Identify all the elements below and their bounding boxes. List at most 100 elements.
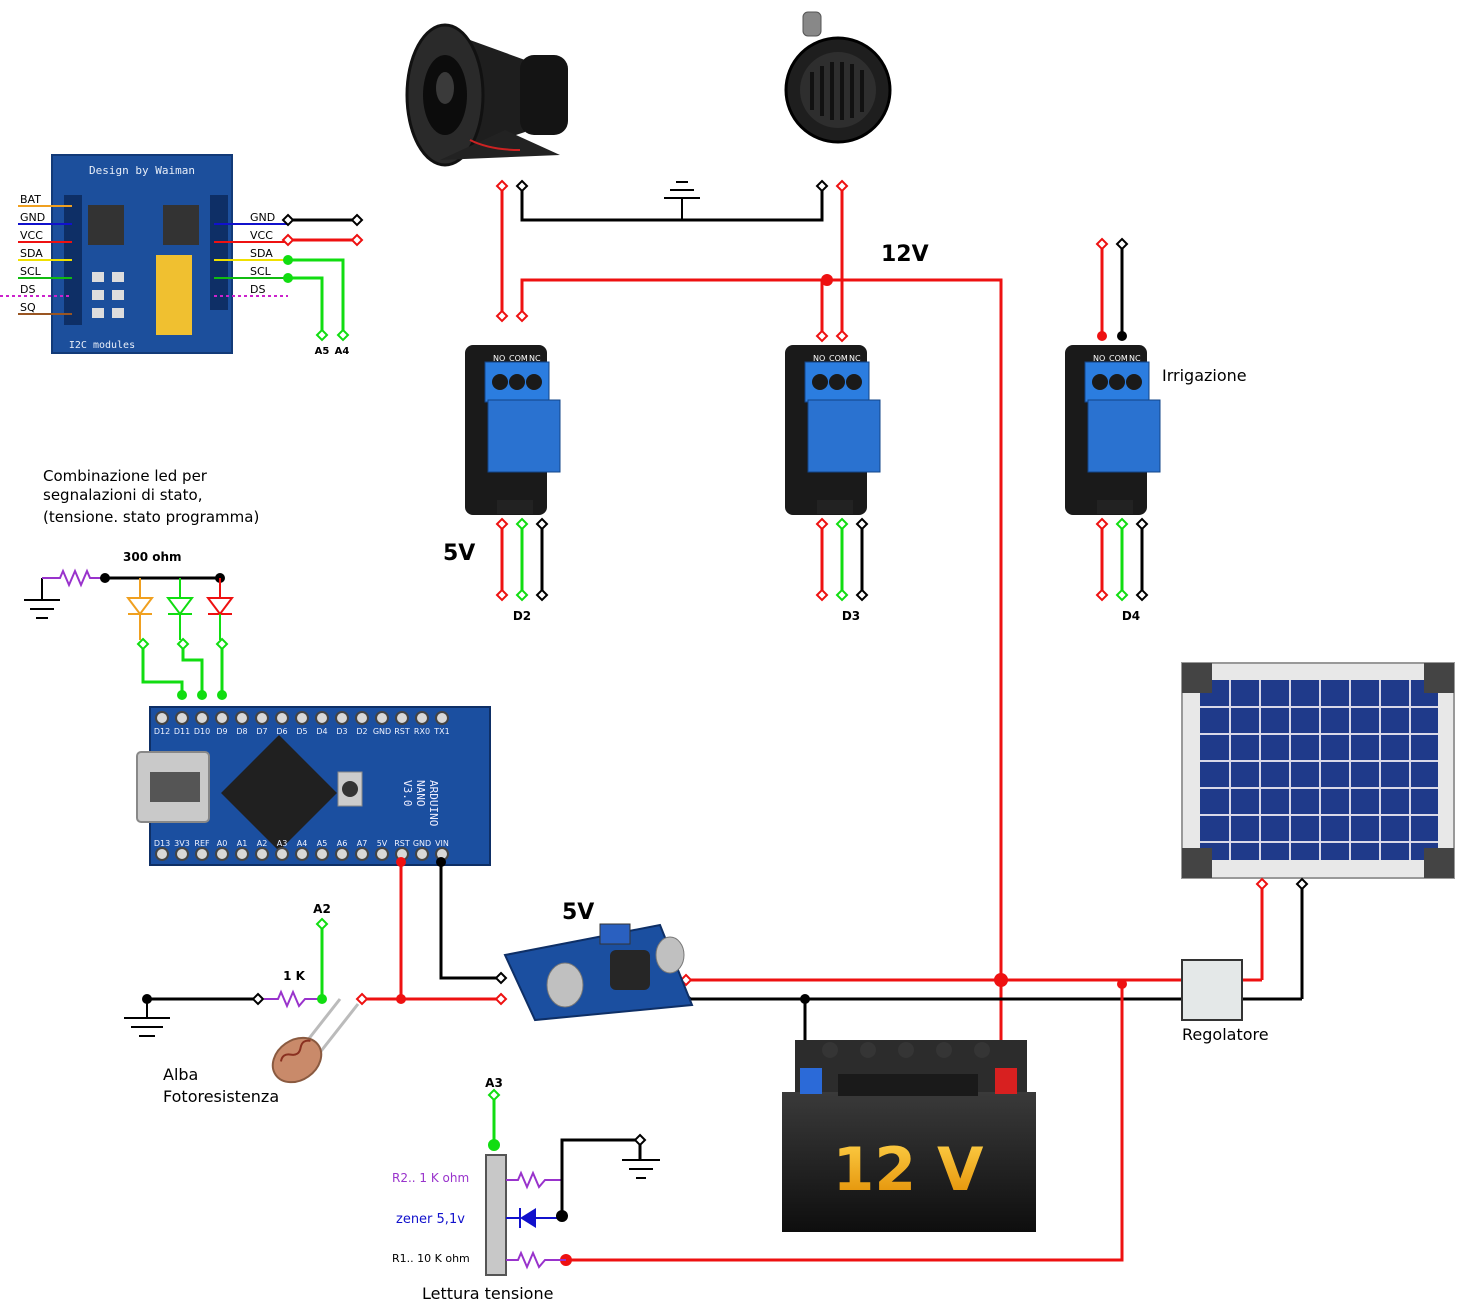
arduino-pin-label: D6 xyxy=(276,727,287,736)
arduino-pin-label: REF xyxy=(194,839,210,848)
label-a3: A3 xyxy=(485,1076,503,1090)
label-a2: A2 xyxy=(313,902,331,916)
arduino-pin-label: D10 xyxy=(194,727,210,736)
siren xyxy=(405,23,568,167)
relay-control-wires xyxy=(496,518,1148,601)
relay-module-irrigation: NO COM NC xyxy=(1065,345,1161,515)
label-r1: R1.. 10 K ohm xyxy=(392,1252,470,1265)
arduino-board-text: V3.0 xyxy=(401,780,414,807)
label-300-ohm: 300 ohm xyxy=(123,550,182,564)
arduino-pin xyxy=(395,711,409,725)
arduino-pin xyxy=(375,711,389,725)
siren-horn-wiring xyxy=(496,180,1128,1080)
led-note-line-2: segnalazioni di stato, xyxy=(43,486,202,504)
battery-label: 12 V xyxy=(833,1135,984,1205)
arduino-pin-label: RST xyxy=(394,839,410,848)
arduino-pin xyxy=(175,847,189,861)
arduino-pin xyxy=(275,847,289,861)
arduino-pin-label: D11 xyxy=(174,727,190,736)
i2c-left-pin-label: SQ xyxy=(20,301,36,314)
arduino-pin-label: A4 xyxy=(297,839,308,848)
i2c-right-pin-label: GND xyxy=(250,211,275,224)
i2c-rtc-module: Design by Waiman I2C modules xyxy=(51,154,233,354)
arduino-pin-label: A0 xyxy=(217,839,228,848)
arduino-pin xyxy=(315,847,329,861)
relay-terminal: NC xyxy=(849,354,861,363)
relay-terminal: COM xyxy=(1109,354,1128,363)
label-regolatore: Regolatore xyxy=(1182,1025,1269,1044)
arduino-pin xyxy=(415,711,429,725)
arduino-pin xyxy=(195,847,209,861)
relay-terminal: NC xyxy=(529,354,541,363)
label-alba: Alba xyxy=(163,1065,198,1084)
label-5v-converter: 5V xyxy=(562,900,594,925)
i2c-left-pin-label: SDA xyxy=(20,247,43,260)
i2c-module-title: Design by Waiman xyxy=(89,164,195,177)
arduino-pin xyxy=(215,847,229,861)
arduino-pin-label: VIN xyxy=(435,839,449,848)
arduino-board-text: ARDUINO xyxy=(427,780,440,826)
i2c-right-pin-label: VCC xyxy=(250,229,273,242)
arduino-pin-label: D13 xyxy=(154,839,170,848)
arduino-pin-label: A7 xyxy=(357,839,368,848)
arduino-pin-label: D4 xyxy=(316,727,327,736)
i2c-right-pins: GND VCC SDA SCL DS A5 A4 xyxy=(214,211,363,357)
relay-terminal: NC xyxy=(1129,354,1141,363)
label-a4: A4 xyxy=(335,346,350,357)
label-1k: 1 K xyxy=(283,969,306,983)
arduino-pin-label: D3 xyxy=(336,727,347,736)
arduino-pin xyxy=(175,711,189,725)
arduino-pin xyxy=(355,847,369,861)
i2c-left-pins: BAT GND VCC SDA SCL DS SQ xyxy=(0,193,72,315)
i2c-right-pin-label: SCL xyxy=(250,265,272,278)
arduino-pin-label: A5 xyxy=(317,839,328,848)
arduino-pin-label: A3 xyxy=(277,839,288,848)
label-irrigazione: Irrigazione xyxy=(1162,366,1247,385)
i2c-right-pin-label: DS xyxy=(250,283,265,296)
relay-module-siren: NO COM NC xyxy=(465,345,561,515)
relay-terminal: COM xyxy=(509,354,528,363)
arduino-pin-label: D7 xyxy=(256,727,267,736)
relay-module-horn: NO COM NC xyxy=(785,345,881,515)
arduino-pin xyxy=(335,711,349,725)
label-lettura-tensione: Lettura tensione xyxy=(422,1284,553,1303)
status-led-circuit xyxy=(24,568,234,700)
arduino-pin xyxy=(315,711,329,725)
label-relay-output: D3 xyxy=(842,609,860,623)
arduino-pin-label: GND xyxy=(413,839,431,848)
label-fotoresistenza: Fotoresistenza xyxy=(163,1087,279,1106)
arduino-pin xyxy=(235,711,249,725)
arduino-pin xyxy=(275,711,289,725)
arduino-pin-label: A2 xyxy=(257,839,268,848)
voltage-divider-circuit xyxy=(485,1089,660,1276)
i2c-left-pin-label: VCC xyxy=(20,229,43,242)
arduino-pin-label: GND xyxy=(373,727,391,736)
relay-terminal: COM xyxy=(829,354,848,363)
relay-terminal: NO xyxy=(813,354,825,363)
arduino-pin-label: D2 xyxy=(356,727,367,736)
arduino-pin xyxy=(295,847,309,861)
label-a5: A5 xyxy=(315,346,330,357)
arduino-pin-label: D12 xyxy=(154,727,170,736)
arduino-pin-label: D5 xyxy=(296,727,307,736)
arduino-pin-label: 3V3 xyxy=(174,839,190,848)
arduino-pin-label: RST xyxy=(394,727,410,736)
arduino-pin xyxy=(295,711,309,725)
arduino-nano: ARDUINO NANO V3.0 xyxy=(136,706,491,866)
arduino-pin-label: D9 xyxy=(216,727,227,736)
i2c-module-footer: I2C modules xyxy=(69,340,135,351)
relay-terminal: NO xyxy=(493,354,505,363)
horn xyxy=(784,11,892,144)
arduino-pin-label: A1 xyxy=(237,839,248,848)
label-12v-top: 12V xyxy=(881,242,929,267)
arduino-pin xyxy=(195,711,209,725)
photoresistor-circuit xyxy=(124,918,360,1084)
solar-panel xyxy=(1181,662,1455,879)
arduino-pin xyxy=(155,711,169,725)
arduino-pin xyxy=(235,847,249,861)
led-note-line-3: (tensione. stato programma) xyxy=(43,508,259,526)
arduino-pin-label: TX1 xyxy=(433,727,449,736)
arduino-pin-label: D8 xyxy=(236,727,247,736)
arduino-pin xyxy=(155,847,169,861)
